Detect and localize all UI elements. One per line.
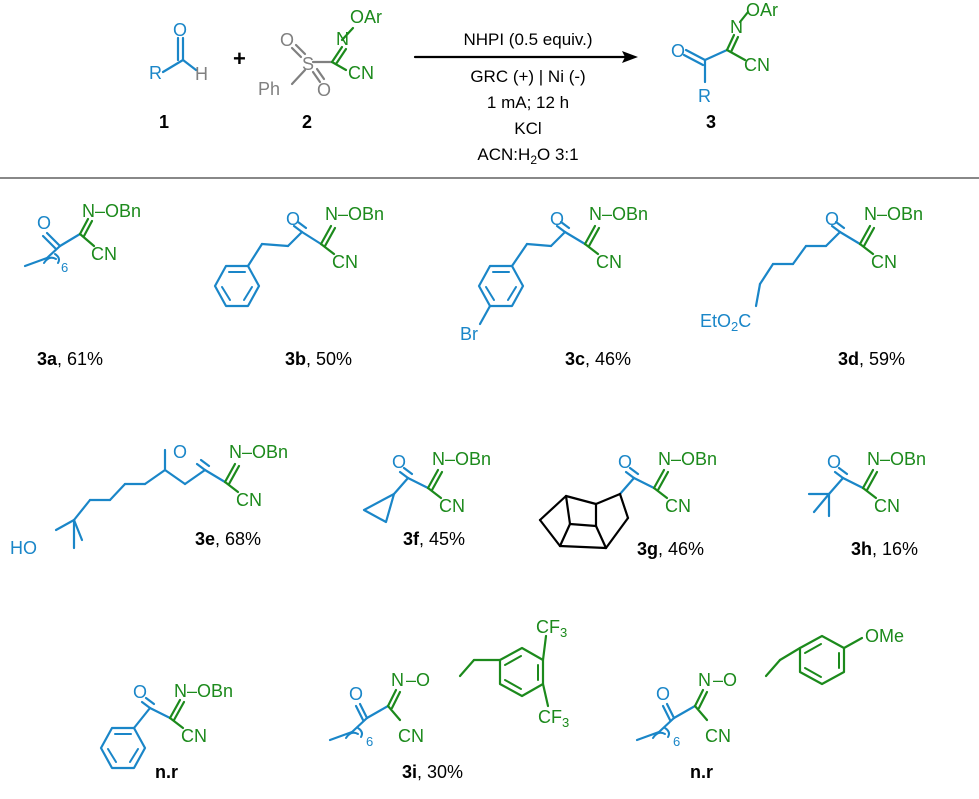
compound-3-cn: CN [744, 55, 770, 75]
condition-line-1: NHPI (0.5 equiv.) [463, 30, 592, 49]
3e-ho: HO [10, 538, 37, 558]
3b-n-obn: N–OBn [325, 204, 384, 224]
compound-3-number: 3 [706, 112, 716, 132]
compound-1-number: 1 [159, 112, 169, 132]
compound-1-o: O [173, 20, 187, 40]
3e-n-obn: N–OBn [229, 442, 288, 462]
compound-2-ph: Ph [258, 79, 280, 99]
condition-line-5: ACN:H2O 3:1 [477, 145, 578, 167]
3g-o: O [618, 452, 632, 472]
3c-label: 3c, 46% [565, 349, 631, 369]
nr2-dash-o: –O [713, 670, 737, 690]
compound-1-r: R [149, 63, 162, 83]
3e-label: 3e, 68% [195, 529, 261, 549]
compound-3d-bonds [754, 220, 876, 308]
3b-cn: CN [332, 252, 358, 272]
condition-line-2: GRC (+) | Ni (-) [470, 67, 585, 86]
3f-label: 3f, 45% [403, 529, 465, 549]
compound-3f-bonds [362, 466, 444, 524]
condition-line-3: 1 mA; 12 h [487, 93, 569, 112]
nr2-cn: CN [705, 726, 731, 746]
nr2-label: n.r [690, 762, 713, 782]
3i-label: 3i, 30% [402, 762, 463, 782]
compound-2-cn: CN [348, 63, 374, 83]
3d-ester: EtO2C [700, 311, 751, 334]
3a-subscript: 6 [61, 260, 68, 275]
nr1-o: O [133, 682, 147, 702]
3b-label: 3b, 50% [285, 349, 352, 369]
nr2-ome: OMe [865, 626, 904, 646]
3c-cn: CN [596, 252, 622, 272]
3e-o: O [173, 442, 187, 462]
3i-cn: CN [398, 726, 424, 746]
3a-label: 3a, 61% [37, 349, 103, 369]
3d-cn: CN [871, 252, 897, 272]
plus-sign: + [233, 46, 246, 71]
compound-1-bonds [161, 36, 198, 74]
3d-label: 3d, 59% [838, 349, 905, 369]
nr2-subscript: 6 [673, 734, 680, 749]
compound-3b-bonds [213, 220, 337, 308]
3a-cn: CN [91, 244, 117, 264]
3d-n-obn: N–OBn [864, 204, 923, 224]
3i-n: N [391, 670, 404, 690]
3h-n-obn: N–OBn [867, 449, 926, 469]
3f-o: O [392, 452, 406, 472]
3d-o: O [825, 209, 839, 229]
3i-cf3-top: CF3 [536, 617, 567, 640]
3i-o: O [349, 684, 363, 704]
compound-3e-bonds [54, 448, 241, 550]
compound-3-n: N [730, 17, 743, 37]
3e-cn: CN [236, 490, 262, 510]
3h-o: O [827, 452, 841, 472]
compound-nr-benzoyl-bonds [99, 696, 186, 770]
compound-3-o: O [671, 41, 685, 61]
compound-3-bonds [682, 10, 750, 84]
3g-n-obn: N–OBn [658, 449, 717, 469]
reaction-arrow [413, 51, 638, 63]
compound-1-h: H [195, 64, 208, 84]
3b-o: O [286, 209, 300, 229]
3h-label: 3h, 16% [851, 539, 918, 559]
3h-cn: CN [874, 496, 900, 516]
compound-3-oar: OAr [746, 0, 778, 20]
compound-nr-ome-bonds [635, 634, 864, 742]
compound-2-o-top: O [280, 30, 294, 50]
3c-o: O [550, 209, 564, 229]
compound-2-number: 2 [302, 112, 312, 132]
nr1-n-obn: N–OBn [174, 681, 233, 701]
nr1-label: n.r [155, 762, 178, 782]
3a-n-obn: N–OBn [82, 201, 141, 221]
3i-subscript: 6 [366, 734, 373, 749]
3g-cn: CN [665, 496, 691, 516]
compound-2-oar: OAr [350, 7, 382, 27]
3f-cn: CN [439, 496, 465, 516]
condition-line-4: KCl [514, 119, 541, 138]
compound-3-r: R [698, 86, 711, 106]
3f-n-obn: N–OBn [432, 449, 491, 469]
3c-br: Br [460, 324, 478, 344]
compound-2-o-bottom: O [317, 80, 331, 100]
compound-3c-bonds [477, 220, 601, 326]
compound-3g-bonds [538, 466, 670, 550]
nr2-n: N [698, 670, 711, 690]
compound-3i-bonds [328, 634, 550, 742]
3i-dash-o: –O [406, 670, 430, 690]
compound-3h-bonds [807, 466, 879, 518]
compound-3a-bonds [23, 217, 96, 268]
compound-2-n: N [336, 29, 349, 49]
3c-n-obn: N–OBn [589, 204, 648, 224]
compound-2-s: S [302, 54, 314, 74]
3i-cf3-bottom: CF3 [538, 707, 569, 730]
nr2-o: O [656, 684, 670, 704]
3g-label: 3g, 46% [637, 539, 704, 559]
compound-2-bonds [290, 26, 355, 86]
nr1-cn: CN [181, 726, 207, 746]
3a-o: O [37, 213, 51, 233]
